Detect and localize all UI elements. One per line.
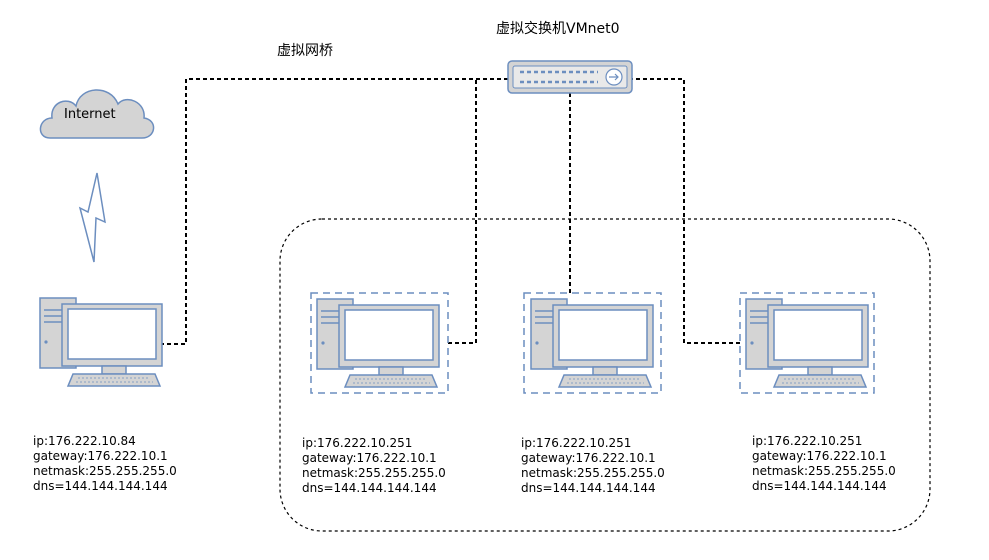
vm-computer-1-icon (310, 292, 449, 394)
vm2-netmask: netmask:255.255.255.0 (521, 466, 665, 480)
host-gateway: gateway:176.222.10.1 (33, 449, 168, 463)
vm3-netmask: netmask:255.255.255.0 (752, 464, 896, 478)
internet-label: Internet (64, 107, 116, 122)
vm1-netmask: netmask:255.255.255.0 (302, 466, 446, 480)
vm1-link (448, 79, 477, 344)
vm3-gateway: gateway:176.222.10.1 (752, 449, 887, 463)
bridge-link (160, 78, 508, 345)
bridge-label: 虚拟网桥 (277, 43, 333, 59)
vm-group-boundary (279, 218, 931, 532)
switch-label: 虚拟交换机VMnet0 (496, 21, 620, 37)
vm-computer-2-icon (523, 292, 662, 394)
host-netmask: netmask:255.255.255.0 (33, 464, 177, 478)
vm1-ip: ip:176.222.10.251 (302, 436, 413, 450)
host-network-info: ip:176.222.10.84 gateway:176.222.10.1 ne… (33, 434, 177, 494)
vm3-network-info: ip:176.222.10.251 gateway:176.222.10.1 n… (752, 434, 896, 494)
vm2-gateway: gateway:176.222.10.1 (521, 451, 656, 465)
vm3-link (632, 78, 740, 344)
vm-computer-3-icon (739, 292, 875, 394)
vm1-dns: dns=144.144.144.144 (302, 481, 437, 495)
host-computer-icon (39, 297, 163, 387)
vm2-dns: dns=144.144.144.144 (521, 481, 656, 495)
vm1-gateway: gateway:176.222.10.1 (302, 451, 437, 465)
vm3-ip: ip:176.222.10.251 (752, 434, 863, 448)
vm3-dns: dns=144.144.144.144 (752, 479, 887, 493)
connection-lines (160, 78, 740, 345)
vm1-network-info: ip:176.222.10.251 gateway:176.222.10.1 n… (302, 436, 446, 496)
vm2-network-info: ip:176.222.10.251 gateway:176.222.10.1 n… (521, 436, 665, 496)
vm2-ip: ip:176.222.10.251 (521, 436, 632, 450)
virtual-switch-icon (507, 60, 633, 94)
lightning-icon (78, 172, 106, 263)
host-dns: dns=144.144.144.144 (33, 479, 168, 493)
host-ip: ip:176.222.10.84 (33, 434, 136, 448)
internet-cloud-icon (39, 89, 155, 139)
